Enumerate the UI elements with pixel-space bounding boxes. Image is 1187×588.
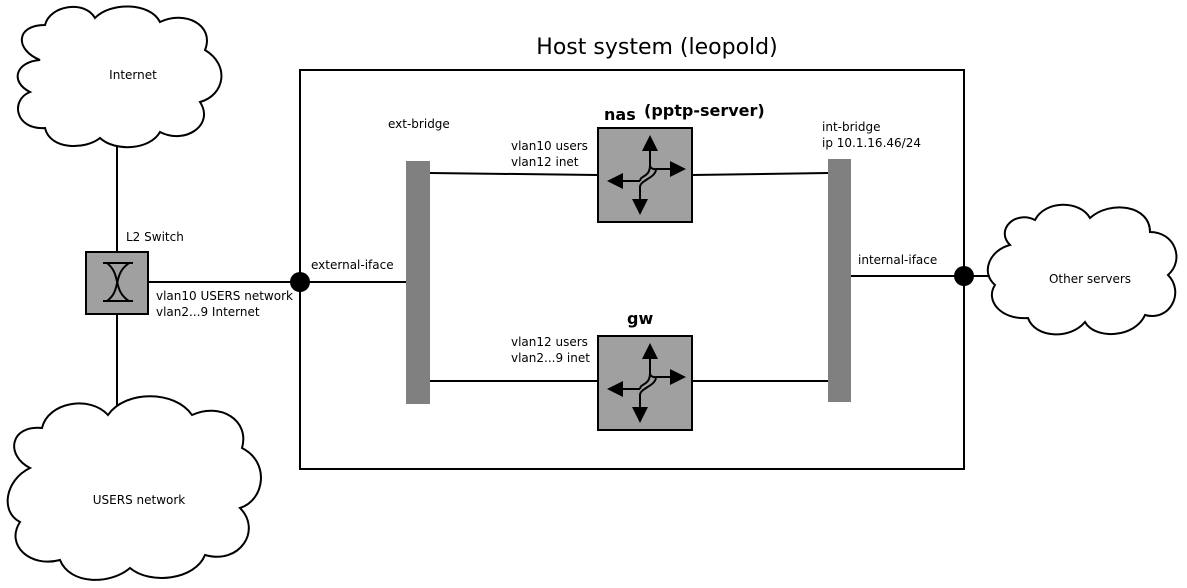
nas-name-label: nas [604, 105, 636, 124]
nas-to-int-bridge-link [691, 172, 829, 176]
internet-label: Internet [109, 68, 157, 82]
gw-vlan-inet-label: vlan2...9 inet [511, 351, 590, 365]
host-system-title: Host system (leopold) [536, 35, 777, 60]
other-servers-label: Other servers [1049, 272, 1131, 286]
nas-vlan-users-label: vlan10 users [511, 139, 588, 153]
nas-role-label: (pptp-server) [644, 101, 765, 120]
gw-name-label: gw [627, 309, 653, 328]
internal-iface-label: internal-iface [858, 253, 937, 267]
internal-iface-port [954, 266, 974, 286]
nas-router-icon [607, 135, 686, 215]
nas-vlan-inet-label: vlan12 inet [511, 155, 579, 169]
external-iface-port [290, 272, 310, 292]
int-bridge-ip-label: ip 10.1.16.46/24 [822, 136, 921, 150]
other-servers-cloud [986, 203, 1178, 336]
external-iface-label: external-iface [311, 258, 394, 272]
gw-vlan-users-label: vlan12 users [511, 335, 588, 349]
switch-vlan-internet-label: vlan2...9 Internet [156, 305, 260, 319]
internet-cloud [16, 5, 223, 149]
ext-bridge-bar [406, 161, 430, 404]
switch-vlan-users-label: vlan10 USERS network [156, 289, 293, 303]
gw-router-icon [607, 343, 686, 423]
ext-bridge-to-nas-link [429, 172, 599, 176]
switch-crossover-icon [103, 262, 133, 302]
int-bridge-label: int-bridge [822, 120, 880, 134]
int-bridge-bar [828, 159, 851, 402]
users-network-cloud [6, 395, 262, 581]
l2-switch-label: L2 Switch [126, 230, 184, 244]
users-network-label: USERS network [93, 493, 186, 507]
ext-bridge-label: ext-bridge [388, 117, 450, 131]
